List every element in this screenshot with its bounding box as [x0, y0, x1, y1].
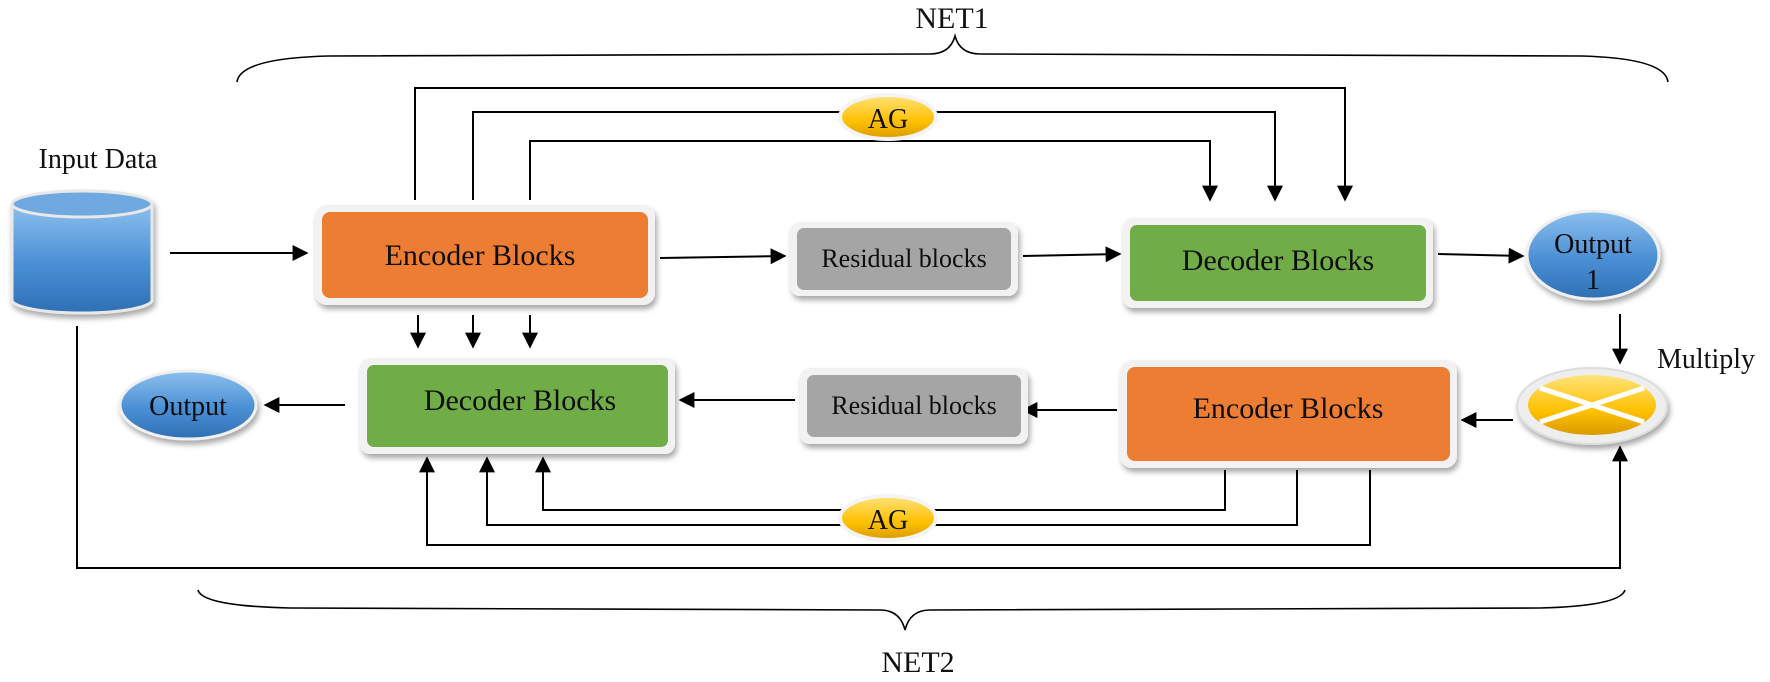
- net2-residual-label: Residual blocks: [831, 391, 996, 420]
- net1-residual-block: Residual blocks: [790, 222, 1018, 296]
- net2-brace: [197, 589, 1626, 631]
- net1-decoder-block: Decoder Blocks: [1123, 218, 1433, 308]
- net2-encoder-block: Encoder Blocks: [1120, 360, 1457, 468]
- attention-gate-net1: AG: [838, 93, 938, 141]
- net2-decoder-label: Decoder Blocks: [424, 384, 616, 417]
- net1-decoder-label: Decoder Blocks: [1182, 244, 1374, 277]
- net1-label: NET1: [915, 2, 988, 35]
- database-icon: [10, 189, 154, 315]
- net1-encoder-label: Encoder Blocks: [385, 239, 576, 272]
- multiply-icon: [1516, 367, 1668, 445]
- net2-label: NET2: [881, 646, 954, 679]
- attention-gate-net2: AG: [838, 494, 938, 542]
- output-label: Output: [149, 391, 227, 422]
- net2-residual-block: Residual blocks: [800, 368, 1028, 444]
- net1-brace: [236, 33, 1669, 83]
- input-data-label: Input Data: [39, 144, 159, 175]
- multiply-label: Multiply: [1657, 344, 1755, 375]
- attention-gate-net2-label: AG: [868, 505, 908, 536]
- output1-label-line2: 1: [1586, 265, 1600, 296]
- output1-label-line1: Output: [1554, 229, 1632, 260]
- net1-encoder-block: Encoder Blocks: [315, 205, 655, 305]
- net2-decoder-block: Decoder Blocks: [360, 358, 675, 454]
- net2-encoder-label: Encoder Blocks: [1193, 392, 1384, 425]
- net1-residual-label: Residual blocks: [821, 244, 986, 273]
- connector-lines: [76, 87, 1628, 569]
- output-oval: Output: [118, 369, 258, 441]
- attention-gate-net1-label: AG: [868, 104, 908, 135]
- output1-oval: Output 1: [1525, 209, 1661, 301]
